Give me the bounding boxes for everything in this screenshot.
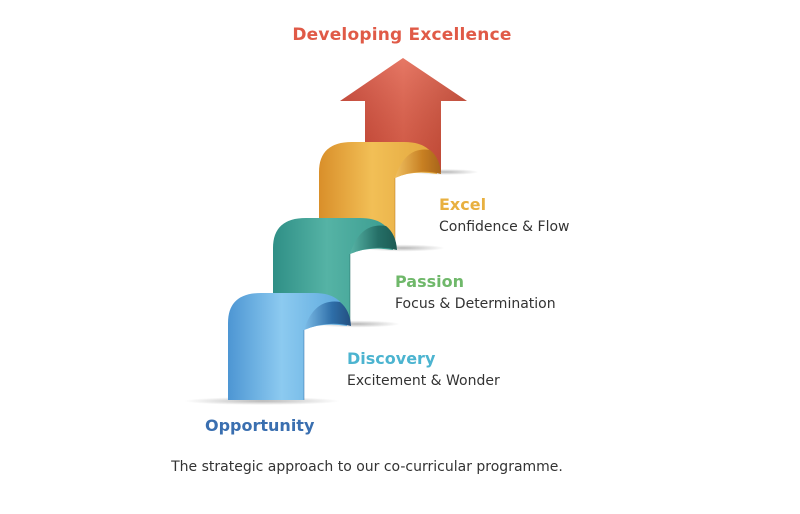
stage-description: Excitement & Wonder [347, 373, 500, 389]
stage-description: Focus & Determination [395, 296, 556, 312]
stage-discovery: Discovery Excitement & Wonder [347, 349, 500, 391]
stage-excel: Excel Confidence & Flow [439, 195, 570, 237]
stage-name: Discovery [347, 349, 436, 368]
stage-name: Passion [395, 272, 465, 291]
diagram-title: Developing Excellence [292, 25, 512, 45]
stage-name: Excel [439, 195, 487, 214]
caption: The strategic approach to our co-curricu… [171, 459, 563, 475]
stage-passion: Passion Focus & Determination [395, 272, 556, 314]
ribbon-discovery [228, 293, 351, 400]
base-label-opportunity: Opportunity [205, 416, 315, 435]
stage-description: Confidence & Flow [439, 219, 570, 235]
